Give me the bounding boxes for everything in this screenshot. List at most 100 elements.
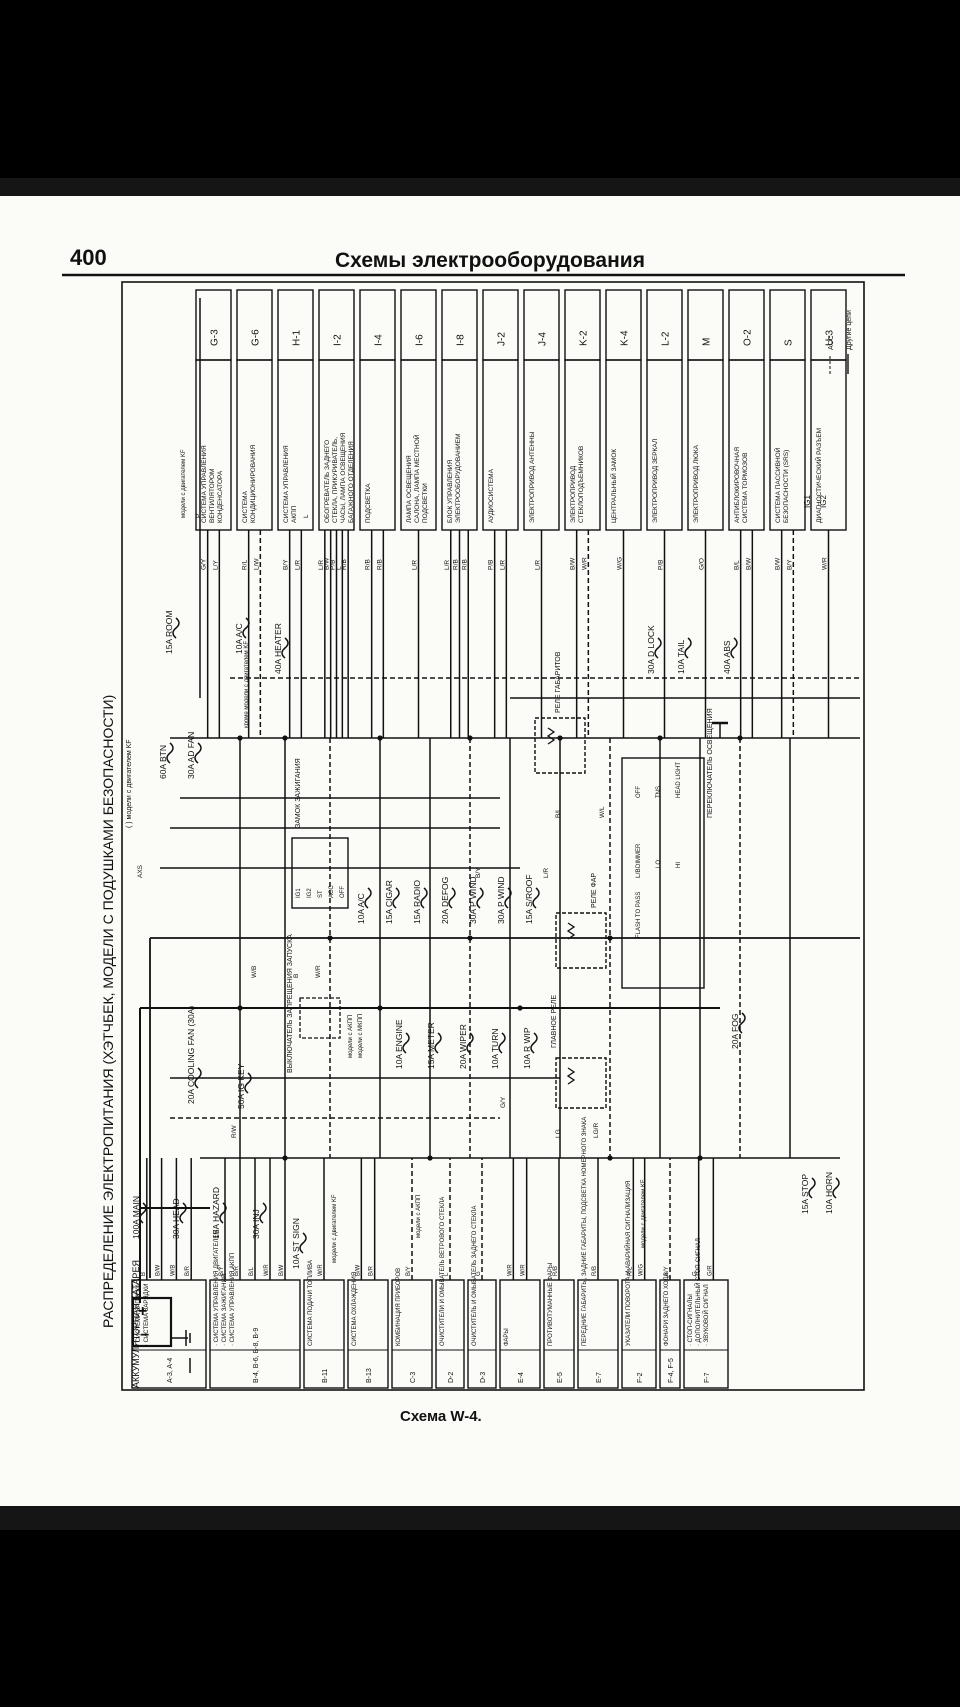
page-bottom-edge xyxy=(0,1506,960,1530)
wire-label: B/W xyxy=(279,1264,285,1276)
module-ref: E-5 xyxy=(557,1372,564,1383)
module-ref: B-4, B-6, B-8, B-9 xyxy=(253,1328,260,1383)
svg-text:+: + xyxy=(138,1303,147,1320)
fuse-symbol xyxy=(504,887,512,909)
module-name: СИСТЕМА ПАССИВНОЙ xyxy=(773,447,782,523)
wire-label: P/B xyxy=(330,560,337,570)
module-box xyxy=(499,1279,541,1389)
wire-label: G/R xyxy=(707,1265,713,1276)
wire-label: W/G xyxy=(639,1264,645,1276)
wire-label: W/R xyxy=(521,1264,527,1276)
module-ref: J-4 xyxy=(538,332,549,346)
wire-label: W/B xyxy=(251,966,258,978)
fuse-symbol xyxy=(259,1202,267,1224)
diagram-frame xyxy=(121,281,865,1391)
inhibitor-switch-box xyxy=(299,997,341,1039)
wire-label: AXS xyxy=(137,864,144,878)
light-switch-position: HEAD LIGHT xyxy=(676,762,682,798)
module-name: АНТИБЛОКИРОВОЧНАЯ xyxy=(734,447,741,523)
light-switch-position: DIMMER xyxy=(636,843,642,868)
wire-label: B/W xyxy=(324,557,331,570)
fuse-symbol xyxy=(364,887,372,909)
module-name: АКПП xyxy=(291,505,298,523)
svg-text:−: − xyxy=(140,1327,149,1344)
module-name: СИСТЕМА ПОДАЧИ ТОПЛИВА xyxy=(308,1260,314,1346)
figure-caption: Схема W-4. xyxy=(400,1408,482,1425)
fuse-label: 15A RADIO xyxy=(412,880,422,924)
module-ref: K-4 xyxy=(620,330,631,346)
module-name-box xyxy=(441,359,478,531)
module-name: ОЧИСТИТЕЛИ И ОМЫВАТЕЛЬ ВЕТРОВОГО СТЕКЛА xyxy=(440,1197,446,1346)
module-ref: E-7 xyxy=(596,1372,603,1383)
fuse-symbol xyxy=(194,1067,202,1089)
module-ref-box xyxy=(441,289,478,361)
module-box xyxy=(209,1279,301,1389)
module-ref: B-13 xyxy=(366,1368,373,1383)
wire-label: LG/R xyxy=(593,1123,600,1138)
kf-models-note-3: модели с двигателем KF xyxy=(641,1179,647,1248)
module-name-box xyxy=(523,359,560,531)
module-box xyxy=(659,1279,681,1389)
module-name-box xyxy=(277,359,314,531)
module-name: БЕЗОПАСНОСТИ (SRS) xyxy=(783,450,790,523)
junction-dot xyxy=(427,1155,433,1161)
fuse-label: 30A AD FAN xyxy=(186,732,196,779)
wire-label: P xyxy=(195,514,202,518)
module-name-box xyxy=(482,359,519,531)
module-ref-box xyxy=(236,289,273,361)
wire-label: L/R xyxy=(535,560,542,570)
fuse-label: 10A ST SIGN xyxy=(291,1218,301,1269)
wire-label: LG xyxy=(555,1129,562,1138)
module-name: · СТОП-СИГНАЛЫ xyxy=(688,1294,694,1346)
at-models-note-2: модели с АКПП xyxy=(416,1195,422,1238)
module-ref-box xyxy=(605,289,642,361)
wire-label: B/Y xyxy=(786,559,793,570)
fuse-label: 40A HEATER xyxy=(273,623,283,674)
wire-label: P/B xyxy=(488,560,495,570)
wire-label: R/B xyxy=(376,559,383,570)
fuse-symbol xyxy=(244,1072,252,1094)
main-relay-coil xyxy=(566,1067,576,1085)
head-relay-label: РЕЛЕ ФАР xyxy=(591,873,598,908)
wire-label: B/W xyxy=(775,557,782,570)
fuse-symbol xyxy=(730,637,738,659)
module-name: БАГАЖНОГО ОТДЕЛЕНИЯ xyxy=(348,441,355,523)
module-box xyxy=(347,1279,389,1389)
head-relay-box xyxy=(555,912,607,969)
module-ref: D-3 xyxy=(480,1372,487,1383)
mt-models-note: модели с МКПП xyxy=(358,1014,364,1058)
wire-label: G/O xyxy=(699,558,706,570)
ignition-position: ACC xyxy=(329,885,335,898)
fuse-symbol xyxy=(219,1202,227,1224)
module-ref: D-2 xyxy=(448,1372,455,1383)
fuse-label: 10A R WIP xyxy=(522,1027,532,1069)
module-name: АУДИОСИСТЕМА xyxy=(488,468,495,523)
fuse-label: 30A HEAD xyxy=(171,1198,181,1239)
fuse-label: 20A DEFOG xyxy=(440,877,450,924)
module-name: · СИСТЕМА ЗАПУСКА xyxy=(136,1284,142,1346)
light-switch-position: LO xyxy=(656,860,662,868)
module-name: ВЕНТИЛЯТОРОМ xyxy=(209,469,216,523)
fuse-label: 30A INJ xyxy=(251,1209,261,1239)
fuse-label: 15A CIGAR xyxy=(384,880,394,924)
diagram-title: РАСПРЕДЕЛЕНИЕ ЭЛЕКТРОПИТАНИЯ (ХЭТЧБЕК, М… xyxy=(100,695,116,1328)
wiring-diagram: 400 Схемы электрооборудования РАСПРЕДЕЛЕ… xyxy=(62,245,905,1425)
module-ref: L-2 xyxy=(661,331,672,346)
fuse-symbol xyxy=(139,1202,147,1224)
module-box xyxy=(391,1279,433,1389)
wire-label: G/Y xyxy=(201,558,208,570)
module-ref: I-4 xyxy=(374,334,385,346)
wire-label: B/L xyxy=(249,1266,255,1276)
kf-models-note-2: модели с двигателем KF xyxy=(332,1194,338,1263)
fuse-label: 30A D LOCK xyxy=(646,625,656,674)
ig2-label: IG2 xyxy=(819,495,828,508)
wire-label: G xyxy=(476,1271,482,1276)
ignition-position: ST xyxy=(318,890,324,898)
module-name: ЭЛЕКТРОПРИВОД ЗЕРКАЛ xyxy=(652,439,659,523)
fuse-symbol xyxy=(179,1202,187,1224)
module-name-box xyxy=(810,359,847,531)
light-switch-position: FLASH TO PASS xyxy=(636,892,642,938)
fuse-label: 10A TURN xyxy=(490,1029,500,1069)
module-name: ОБОГРЕВАТЕЛЬ ЗАДНЕГО xyxy=(324,440,331,523)
